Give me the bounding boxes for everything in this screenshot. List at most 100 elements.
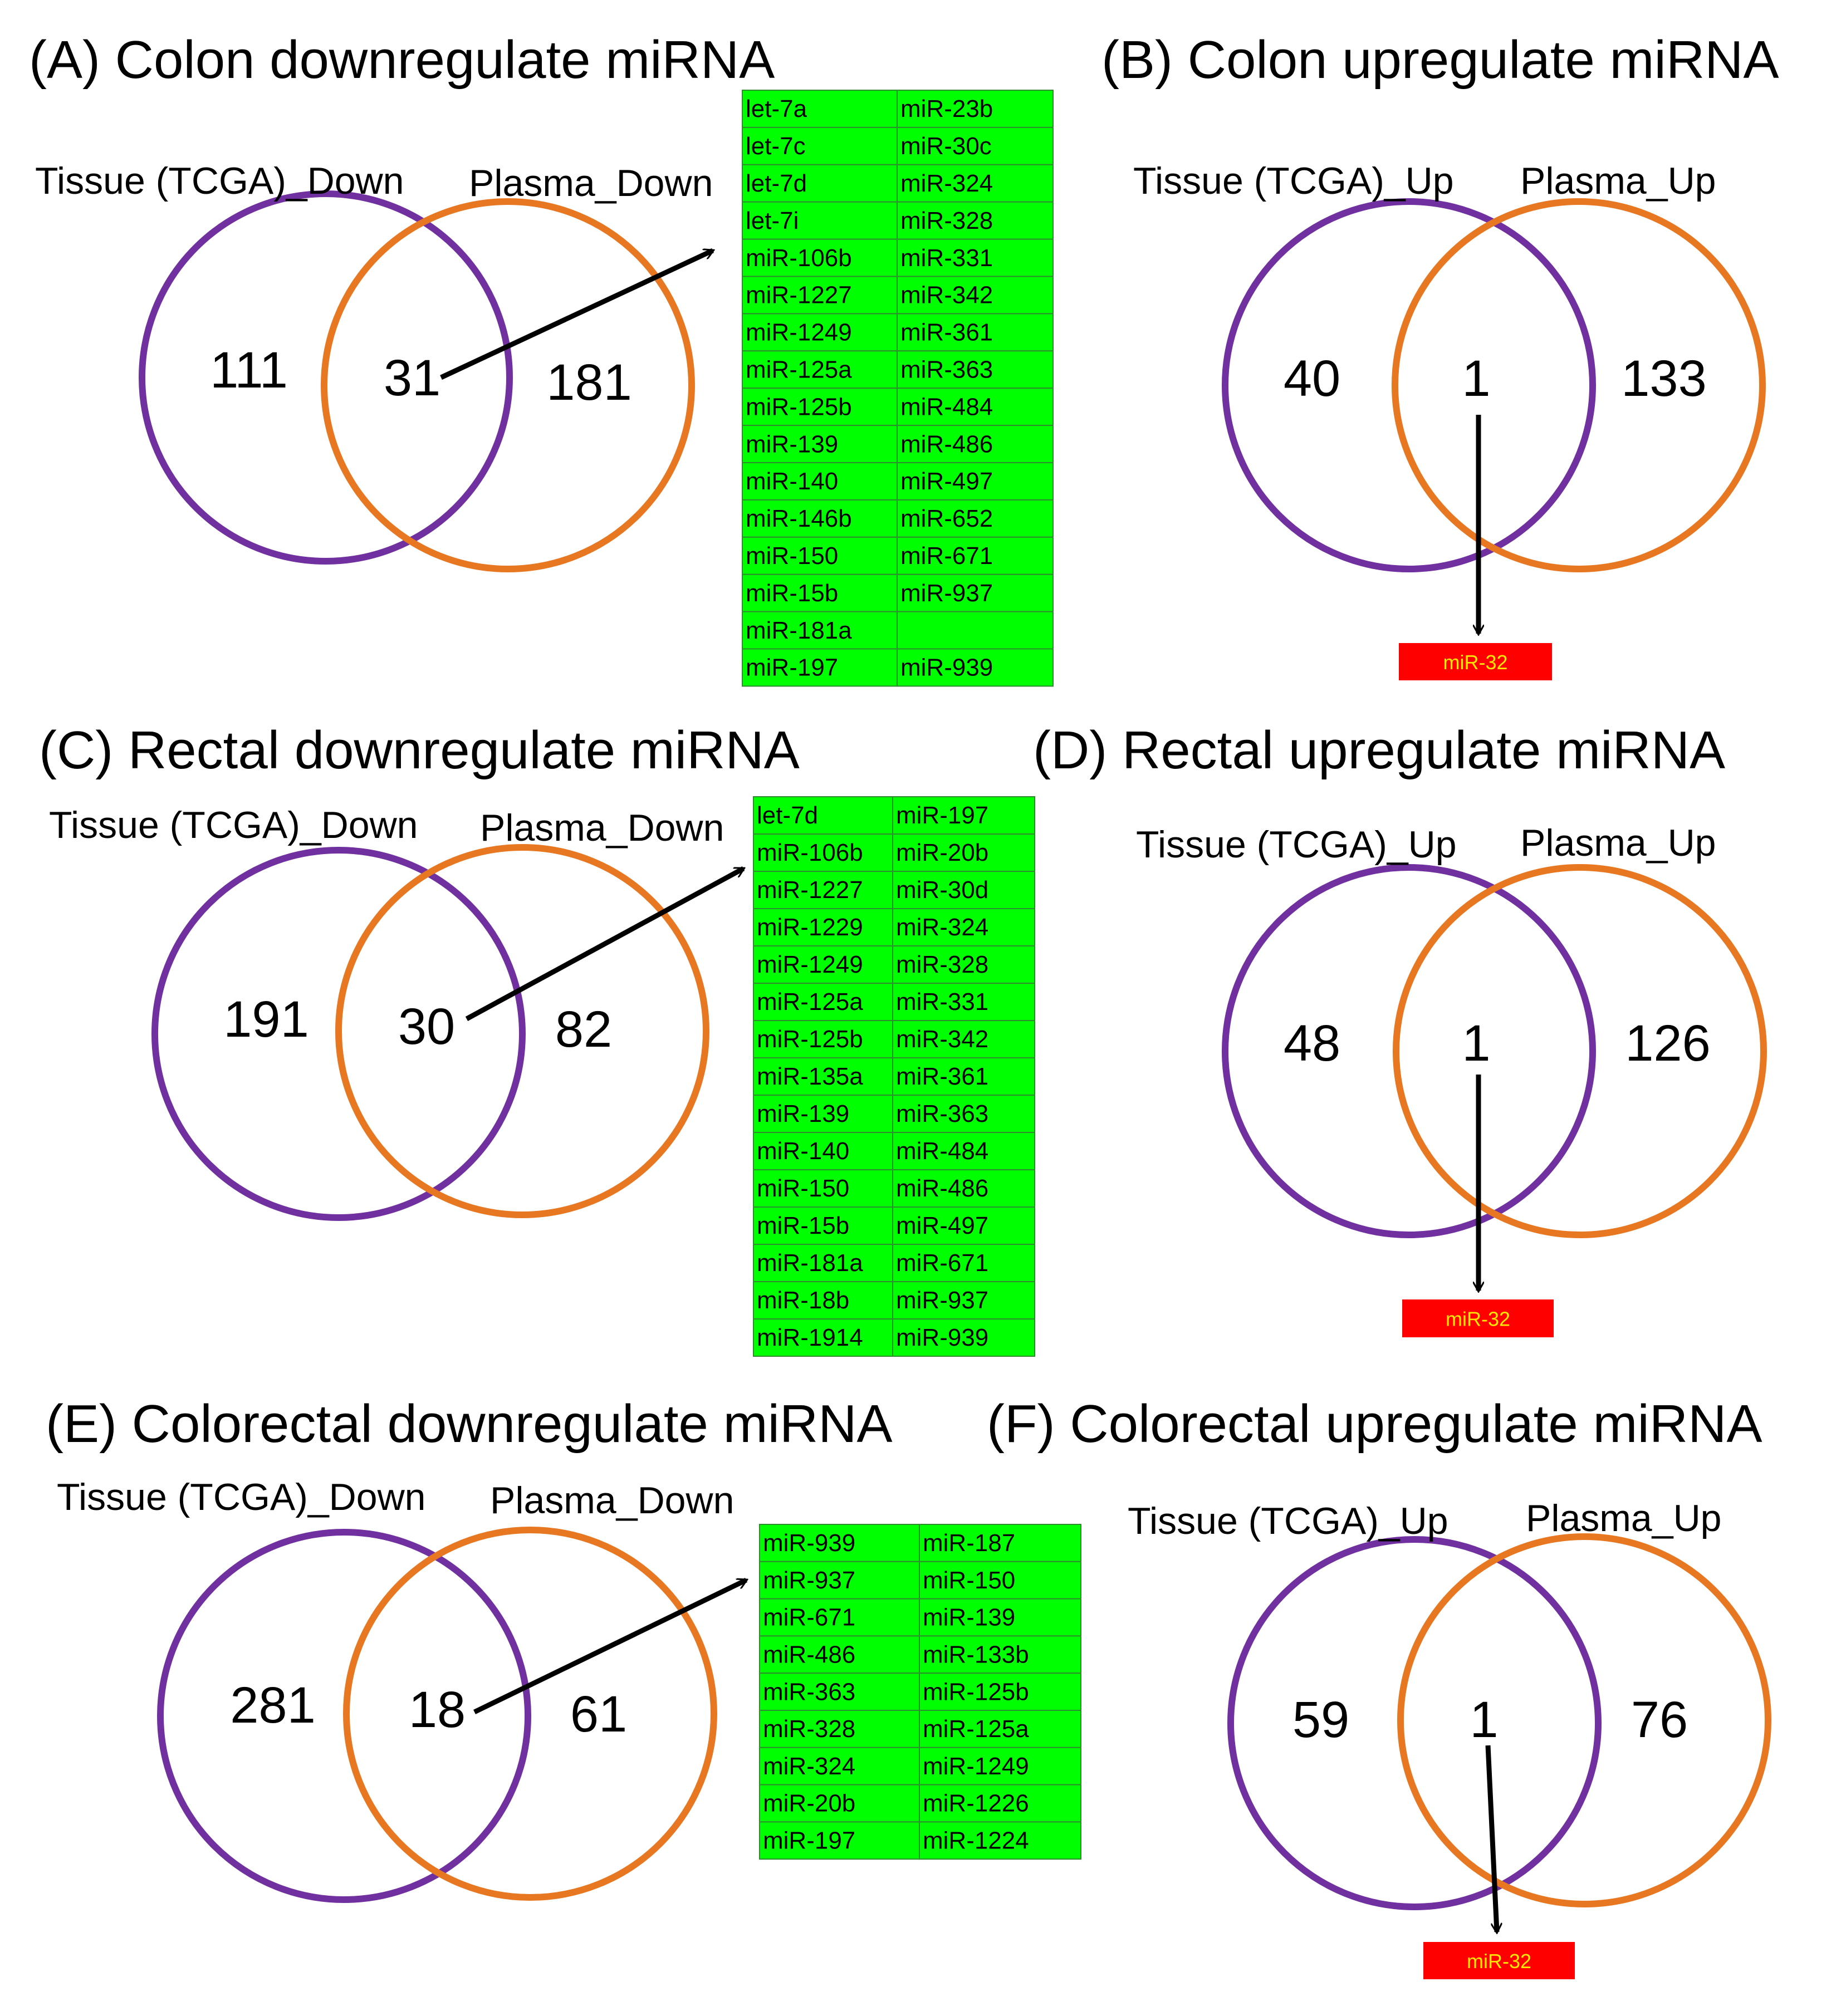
mirna-name: miR-181a <box>746 617 852 644</box>
mirna-name: miR-671 <box>900 542 993 570</box>
mirna-name: miR-15b <box>746 580 838 607</box>
mirna-name: miR-125a <box>757 988 863 1016</box>
list-cell <box>897 90 1054 128</box>
mirna-name: miR-1229 <box>757 914 863 941</box>
mirna-name: miR-106b <box>757 839 863 866</box>
mirna-name: miR-486 <box>900 430 993 458</box>
panel-title: (E) Colorectal downregulate miRNA <box>46 1394 893 1454</box>
list-cell <box>753 796 893 835</box>
mirna-name: miR-150 <box>757 1175 849 1202</box>
list-cell <box>753 1095 893 1133</box>
list-cell <box>892 1020 1035 1058</box>
mirna-name: miR-187 <box>923 1529 1015 1557</box>
list-cell <box>753 833 893 872</box>
list-cell <box>919 1747 1081 1786</box>
tissue-only-count: 281 <box>230 1677 316 1734</box>
shared-mirna-badge <box>1402 1299 1554 1337</box>
mirna-name: miR-1249 <box>746 319 852 346</box>
panel-title: (F) Colorectal upregulate miRNA <box>987 1394 1762 1454</box>
list-cell <box>753 1244 893 1282</box>
shared-mirna-list: let-7dmiR-106bmiR-1227miR-1229miR-1249mi… <box>753 796 1035 1357</box>
overlap-arrow <box>440 248 713 380</box>
mirna-name: miR-1914 <box>757 1324 863 1351</box>
panel-b: (B) Colon upregulate miRNA Tissue (TCGA)_… <box>1101 30 1779 680</box>
list-cell <box>897 276 1054 315</box>
list-cell <box>742 350 898 389</box>
mirna-name: miR-497 <box>900 468 993 495</box>
panel-title: (C) Rectal downregulate miRNA <box>39 720 800 780</box>
mirna-name: miR-139 <box>746 430 838 458</box>
panel-title: (A) Colon downregulate miRNA <box>29 30 775 90</box>
overlap-count: 1 <box>1462 350 1490 407</box>
tissue-set-label: Tissue (TCGA)_Down <box>57 1476 426 1518</box>
mirna-name: miR-328 <box>763 1715 855 1743</box>
list-cell <box>919 1598 1081 1637</box>
list-cell <box>897 126 1054 165</box>
list-cell <box>919 1672 1081 1711</box>
tissue-set-label: Tissue (TCGA)_Down <box>49 804 418 846</box>
list-cell <box>892 1244 1035 1282</box>
list-cell <box>753 945 893 984</box>
list-cell <box>892 833 1035 872</box>
mirna-name: miR-324 <box>896 914 988 941</box>
mirna-name: miR-324 <box>763 1753 855 1780</box>
plasma-only-count: 181 <box>546 354 632 411</box>
list-cell <box>753 1020 893 1058</box>
tissue-circle <box>1222 198 1596 572</box>
mirna-name: miR-486 <box>763 1641 855 1668</box>
mirna-name: miR-331 <box>900 244 993 272</box>
mirna-name: miR-652 <box>900 505 993 532</box>
tissue-only-count: 48 <box>1284 1015 1340 1072</box>
list-cell <box>759 1784 920 1823</box>
list-cell <box>742 536 898 575</box>
list-cell <box>897 201 1054 240</box>
mirna-name: miR-1224 <box>923 1827 1029 1854</box>
plasma-set-label: Plasma_Up <box>1520 160 1716 202</box>
tissue-set-label: Tissue (TCGA)_Up <box>1133 160 1454 202</box>
list-cell <box>892 1095 1035 1133</box>
list-cell <box>892 945 1035 984</box>
mirna-name: miR-133b <box>923 1641 1029 1668</box>
mirna-name: miR-197 <box>763 1827 855 1854</box>
shared-mirna-list: let-7alet-7clet-7dlet-7imiR-106bmiR-1227… <box>742 90 1054 687</box>
tissue-set-label: Tissue (TCGA)_Up <box>1136 823 1457 866</box>
list-cell <box>759 1747 920 1786</box>
mirna-name: miR-328 <box>896 951 988 978</box>
list-cell <box>742 611 898 650</box>
list-cell <box>742 387 898 426</box>
tissue-only-count: 59 <box>1292 1691 1349 1748</box>
list-cell <box>759 1561 920 1600</box>
list-cell <box>919 1710 1081 1748</box>
mirna-name: miR-342 <box>896 1026 988 1053</box>
list-cell <box>753 1132 893 1170</box>
mirna-name: miR-15b <box>757 1212 849 1239</box>
mirna-name: miR-939 <box>896 1324 988 1351</box>
plasma-set-label: Plasma_Up <box>1526 1497 1722 1539</box>
list-cell <box>897 499 1054 538</box>
tissue-only-count: 40 <box>1284 350 1340 407</box>
list-cell <box>897 462 1054 501</box>
list-cell <box>897 648 1054 687</box>
overlap-count: 1 <box>1462 1015 1490 1072</box>
panel-title: (B) Colon upregulate miRNA <box>1101 30 1779 90</box>
list-cell <box>753 1318 893 1357</box>
plasma-circle <box>335 844 709 1218</box>
plasma-set-label: Plasma_Up <box>1520 822 1716 864</box>
badge-label: miR-32 <box>1443 651 1507 674</box>
list-cell <box>759 1598 920 1637</box>
mirna-name: miR-181a <box>757 1249 863 1277</box>
mirna-name: miR-125b <box>923 1678 1029 1705</box>
tissue-circle <box>1227 1536 1602 1910</box>
mirna-name: miR-125b <box>746 393 852 420</box>
plasma-circle <box>1393 864 1767 1238</box>
mirna-name: miR-939 <box>900 654 993 681</box>
mirna-name: let-7d <box>757 802 818 829</box>
mirna-name: miR-197 <box>746 654 838 681</box>
mirna-name: miR-328 <box>900 207 993 234</box>
mirna-name: miR-363 <box>900 356 993 383</box>
overlap-count: 1 <box>1470 1691 1498 1748</box>
mirna-name: miR-937 <box>763 1567 855 1594</box>
list-cell <box>892 1206 1035 1245</box>
